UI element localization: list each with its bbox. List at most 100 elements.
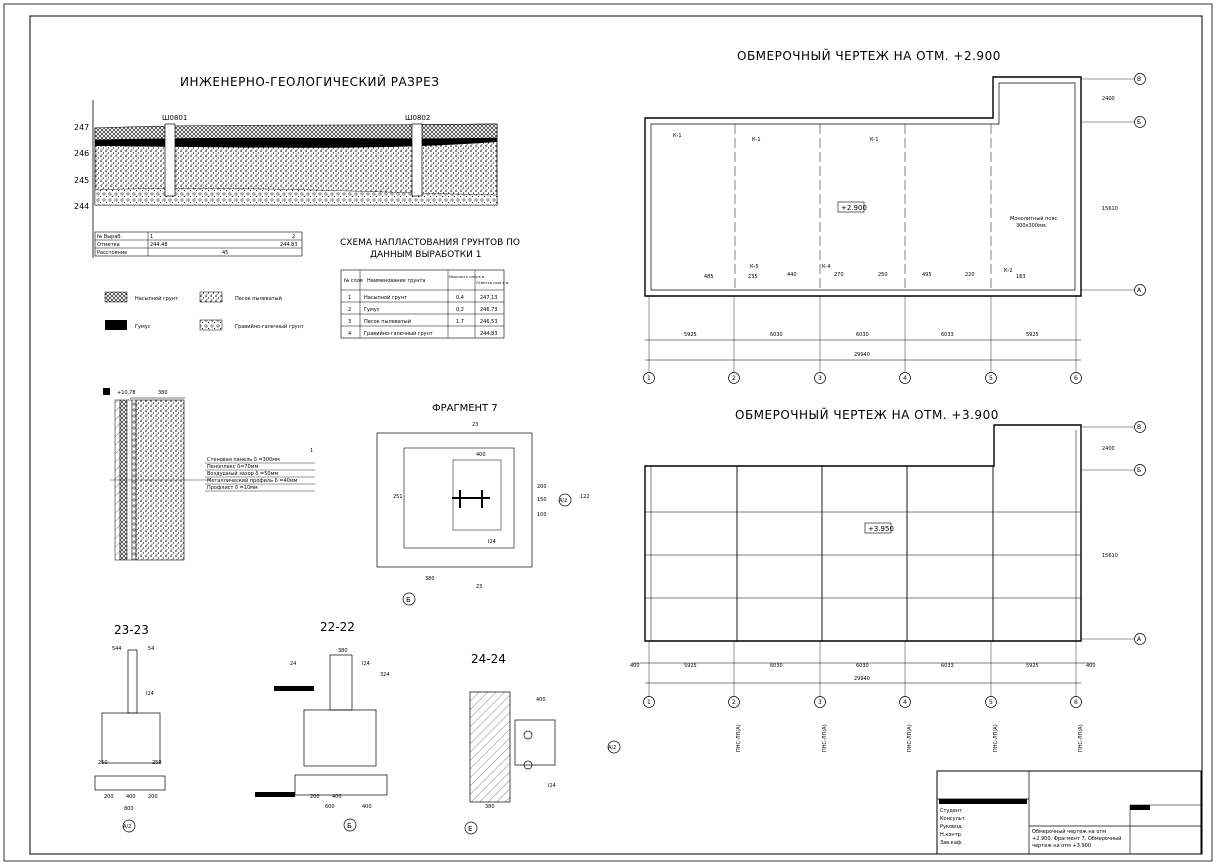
sec22-lbl-6: 400 (362, 804, 372, 810)
geo-title: ИНЖЕНЕРНО-ГЕОЛОГИЧЕСКИЙ РАЗРЕЗ (180, 74, 439, 89)
plan1-mark: +2.900 (841, 204, 867, 212)
strata-r1-c0: 2 (348, 307, 351, 313)
strata-r2-c3: 246,53 (480, 319, 498, 325)
sec22-lbl-4: 200 (310, 794, 320, 800)
sec23-lbl-5: 200 (104, 794, 114, 800)
sec23-lbl-8: 800 (124, 806, 134, 812)
stamp-role-0: Студент (940, 808, 962, 814)
strata-r2-c1: Песок пылеватый (364, 318, 411, 325)
wall-ref: 1 (310, 448, 313, 454)
plan2-title: ОБМЕРОЧНЫЙ ЧЕРТЕЖ НА ОТМ. +3.900 (735, 407, 999, 422)
strata-gravel (94, 188, 498, 206)
sec24-lbl-1: I24 (548, 783, 556, 789)
wall-detail: +10,78 380 1 Стеновая панель δ =300мм Пе… (103, 388, 315, 561)
strata-fill (94, 123, 498, 141)
strata-r0-c0: 1 (348, 295, 351, 301)
stamp-role-4: Зав.каф. (940, 840, 963, 846)
plan1-shaft-2: 300х300мм. (1016, 223, 1048, 229)
frag-lbl-6: 150 (537, 497, 547, 503)
legend-label-gravel: Гравийно-галечный грунт (235, 323, 304, 330)
geo-legend: Насыпной грунт Песок пылеватый Гумус Гра… (104, 291, 304, 331)
wall-top-mark: +10,78 (117, 390, 136, 396)
well-2-label: Ш0802 (405, 114, 430, 122)
wall-layer-1: Пеноплекс δ=70мм (207, 464, 258, 470)
panel-4: ПНС-ЛП(А) (1078, 724, 1084, 752)
legend-swatch-fill (104, 291, 128, 303)
sec22-lbl-7: 600 (325, 804, 335, 810)
p1-axis-v-3: 4 (903, 375, 907, 382)
legend-swatch-gravel (199, 319, 223, 331)
p2-axis-v-2: 3 (818, 699, 822, 706)
frag-lbl-1: 400 (476, 452, 486, 458)
sec23-lbl-3: 250 (98, 760, 108, 766)
plan-2900: ОБМЕРОЧНЫЙ ЧЕРТЕЖ НА ОТМ. +2.900 +2.900 … (643, 48, 1146, 384)
sec23-lbl-6: 400 (126, 794, 136, 800)
info-label-2: Расстояние (97, 250, 127, 256)
p1-b-7: 495 (922, 272, 932, 278)
outer-frame (3, 3, 1213, 862)
geo-section: ИНЖЕНЕРНО-ГЕОЛОГИЧЕСКИЙ РАЗРЕЗ 247 246 2… (74, 74, 498, 331)
sec23-title: 23-23 (114, 623, 149, 637)
frag-lbl-8: 122 (580, 494, 590, 500)
sec24-lbl-0: 400 (536, 697, 546, 703)
strata-title-1: СХЕМА НАПЛАСТОВАНИЯ ГРУНТОВ ПО (340, 238, 520, 248)
p2-span-1: 6030 (770, 663, 783, 669)
strata-r0-c2: 0,4 (456, 295, 464, 301)
frag-axis2: А/2 (559, 498, 567, 504)
sec23-lbl-1: 54 (148, 646, 154, 652)
geo-info-table: № Выраб. 1 2 Отметка 244.48 244.83 Расст… (94, 231, 303, 257)
panel-3: ПНС-ЛП(А) (993, 724, 999, 752)
fragment-title: ФРАГМЕНТ 7 (432, 403, 498, 414)
panel-2: ПНС-ЛП(А) (907, 724, 913, 752)
p2-axis-h-1: Б (1137, 467, 1141, 474)
inner-frame (29, 15, 1203, 855)
info-right-1: 244.83 (280, 242, 298, 248)
strata-humus (95, 138, 497, 148)
info-label-1: Отметка (97, 242, 120, 248)
sec23-lbl-7: 200 (148, 794, 158, 800)
info-label-0: № Выраб. (97, 234, 122, 240)
strata-head-2: Мощность слоя в м. (449, 275, 485, 279)
strata-r1-c3: 246,73 (480, 307, 498, 313)
p2-axis-v-1: 2 (732, 699, 736, 706)
elev-247: 247 (74, 123, 89, 132)
p1-b-6: 250 (878, 272, 888, 278)
sec22-lbl-5: 400 (332, 794, 342, 800)
sec22-lbl-0: 24 (290, 661, 296, 667)
p2-span-2: 6030 (856, 663, 869, 669)
stamp-desc-0: Обмерочный чертеж на отм (1032, 828, 1106, 835)
strata-head-1: Наименование грунта (367, 278, 425, 284)
p1-b-3: 440 (787, 272, 797, 278)
info-left-0: 1 (150, 234, 153, 240)
stamp-desc-1: +2.900, Фрагмент 7, Обмерочный (1032, 835, 1121, 842)
stamp-desc-2: чертеж на отм +3.900 (1032, 843, 1091, 849)
frag-lbl-3: I24 (488, 539, 496, 545)
sec23-lbl-0: 544 (112, 646, 122, 652)
p2-span-0: 5925 (684, 663, 697, 669)
p2-axis-v-4: 5 (989, 699, 993, 706)
legend-swatch-humus (105, 320, 127, 330)
sec22-lbl-3: 324 (380, 672, 390, 678)
section-22: 22-22 24 380 I24 324 200 400 400 600 Б (255, 620, 390, 832)
strata-head-3: Отметка слоя в м. (476, 281, 509, 285)
p2-axis-v-0: 1 (647, 699, 651, 706)
sec23-lbl-4: 250 (152, 760, 162, 766)
frag-lbl-7: 100 (537, 512, 547, 518)
sec23-axis: А/2 (123, 824, 131, 830)
elev-246: 246 (74, 149, 89, 158)
title-block: Студент Консульт. Руковод. Н.контр. Зав.… (936, 770, 1202, 855)
strata-r3-c1: Гравийно-галечный грунт (364, 330, 433, 337)
well-2 (411, 123, 423, 197)
p2-total: 29940 (854, 676, 870, 682)
legend-swatch-sand (199, 291, 223, 303)
sec22-title: 22-22 (320, 620, 355, 634)
p2-rdim-0: 2400 (1102, 446, 1115, 452)
section-23: 23-23 544 54 I24 250 250 200 400 200 800… (94, 623, 166, 833)
wall-dim: 380 (158, 390, 168, 396)
p1-b-4: К-4 (822, 264, 831, 270)
p1-axis-h-0: В (1137, 76, 1141, 83)
p2-axis-h-0: В (1137, 424, 1141, 431)
sec22-lbl-1: 380 (338, 648, 348, 654)
p2-axis-v-3: 4 (903, 699, 907, 706)
